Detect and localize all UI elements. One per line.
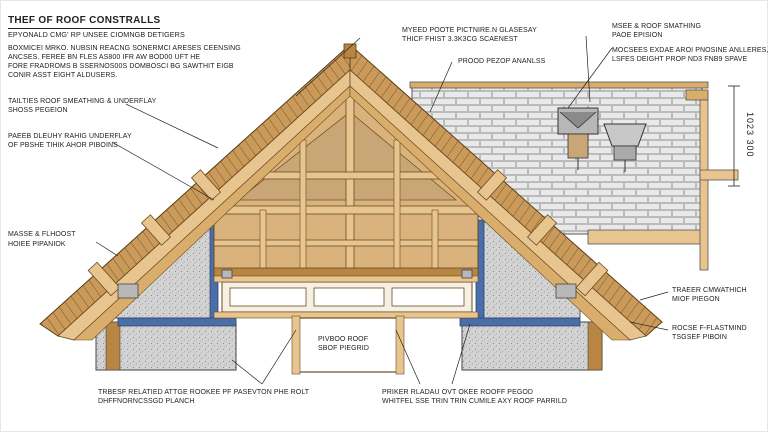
foundation-left [95,321,237,371]
roof-vent-left [557,107,599,170]
label-sheathing-line-2: SHOSS PEGEION [8,107,68,114]
label-flashing-line-1: MASSE & FLHOOST [8,231,76,238]
label-center-box-line-2: SBOF PIEGRID [318,345,369,352]
ceiling-joist-frame [213,275,479,319]
roof-vent-right [603,123,647,172]
label-top-right-b-line-2: LSFES DEIGHT PROP ND3 FNB9 SPAVE [612,56,748,63]
label-sheathing-line-1: TAILTIES ROOF SMEATHING & UNDERFLAY [8,98,157,105]
label-bottom-right-line-1: PRIKER RLADAU OVT OKEE ROOFF PEGOD [382,389,534,396]
interior-doorway [291,315,405,375]
dimension-label: 1023 300 [745,112,755,158]
label-right-a-line-1: TRAEER CMWATHICH [672,287,747,294]
label-top-right-line-1: MSEE & ROOF SMATHING [612,23,701,30]
ridge-board [343,43,357,59]
intro-line-2: ANCSES. FEREE BN FLES AS800 IFR AW BOD00… [8,54,201,61]
rafter-tails [87,169,609,297]
label-top-center-line-2: THICF FHIST 3.3K3CG SCAENEST [402,36,518,43]
intro-line-4: CONIR ASST EIGHT ALDUSERS. [8,72,118,79]
foundation-right [461,321,603,371]
label-right-b-line-2: TSGSEF PIBOIN [672,334,727,341]
attic-interior [213,79,479,279]
intro-line-1: BOXMICEI MRKO. NUBSIN REACNG SONERMCI AR… [8,45,241,52]
label-flashing-line-2: HOIEE PIPANIOK [8,241,66,248]
label-right-a-line-2: MIOF PIEGON [672,296,720,303]
dimension-line [728,85,740,187]
label-bottom-left-line-1: TRBESF RELATIED ATTGE ROOKEE PF PASEVTON… [98,389,310,396]
roof-slope-left [39,49,351,341]
intro-line-3: FORE FRADROMS B SSERNOS00S DOMBOSCI BG S… [8,63,234,70]
roof-slope-right [349,49,663,341]
diagram-subtitle: EPYONALD CMG' RP UNSEE CIOMNGB DETIGERS [8,30,185,39]
label-mid-top: PROOD PEZOP ANANLSS [458,58,546,65]
label-bottom-left-line-2: DHFFNORNCSSGD PLANCH [98,398,195,405]
label-top-right-line-2: PAOE EPISION [612,32,663,39]
label-top-center-line-1: MYEED POOTE PICTNIRE.N GLASESAY [402,27,537,34]
eave-blocks [117,269,577,299]
label-center-box-line-1: PIVBOO ROOF [318,336,369,343]
label-right-b-line-1: ROCSE F-FLASTMIND [672,325,747,332]
leader-lines [95,35,669,385]
label-underlay-line-1: PAEEB DLEUHY RAHIG UNDERFLAY [8,133,132,140]
diagram-title: THEF OF ROOF CONSTRALLS [8,15,161,29]
label-top-right-b-line-1: MOCSEES EXDAE AROI PNOSINE ANLLERES, [612,47,768,54]
label-underlay-line-2: OF PBSHE TIHIK AHOR PIBOINS [8,142,118,149]
label-bottom-right-line-2: WHITFEL SSE TRIN TRIN CUMILE AXY ROOF PA… [382,398,567,405]
